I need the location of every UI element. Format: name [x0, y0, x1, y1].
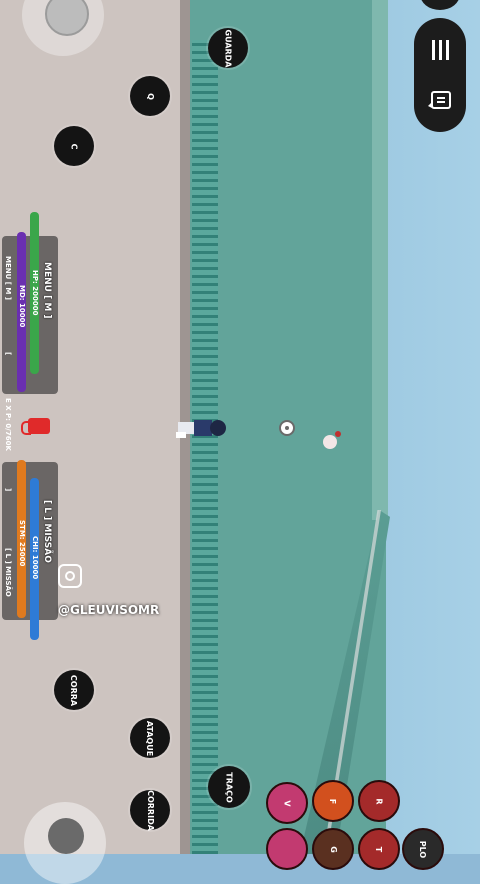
fence-railing: [192, 40, 218, 854]
corner-button[interactable]: [420, 0, 460, 10]
skill-f[interactable]: F: [312, 780, 354, 822]
watermark-handle: @GLEUVISOMR: [58, 603, 160, 617]
movement-joystick-knob[interactable]: [48, 818, 84, 854]
skill-r[interactable]: R: [358, 780, 400, 822]
bracket-left-top: [: [4, 352, 12, 356]
guard-label: GUARDA: [223, 29, 233, 67]
q-button[interactable]: Q: [130, 76, 170, 116]
target-marker[interactable]: [279, 420, 295, 436]
stm-text: STM: 25000: [18, 520, 26, 567]
skill-plo[interactable]: PLO: [402, 828, 444, 870]
skill-f-label: F: [328, 798, 338, 804]
bracket-right-bottom: ]: [4, 488, 12, 492]
skill-v[interactable]: V: [266, 782, 308, 824]
skill-g-label: G: [328, 845, 338, 853]
chi-text: CHI: 10000: [31, 536, 39, 580]
chat-icon[interactable]: [428, 88, 454, 114]
md-bar: [17, 232, 26, 392]
menu-title: MENU [ M ]: [42, 262, 52, 319]
chi-bar: [30, 478, 39, 640]
arena-wall-top: [372, 0, 388, 520]
run-label: CORRA: [69, 674, 79, 706]
skill-v-label: V: [282, 799, 292, 807]
lock-icon[interactable]: [21, 418, 50, 435]
guard-button[interactable]: GUARDA: [208, 28, 248, 68]
player-character: [176, 420, 226, 438]
instagram-icon: [58, 564, 82, 588]
menu-pill[interactable]: [414, 18, 466, 132]
run-button[interactable]: CORRA: [54, 670, 94, 710]
dash-button[interactable]: TRAÇO: [208, 766, 250, 808]
q-label: Q: [145, 92, 155, 100]
missao-title: [ L ] MISSÃO: [42, 500, 52, 563]
skill-t-label: T: [374, 846, 384, 852]
c-label: C: [69, 143, 79, 149]
npc-character[interactable]: [320, 430, 342, 450]
dash-label: TRAÇO: [224, 771, 234, 803]
skill-r-label: R: [374, 797, 384, 805]
md-text: MD: 10000: [18, 285, 26, 328]
exp-text: E X P: 0/760K: [4, 398, 12, 451]
skill-g[interactable]: G: [312, 828, 354, 870]
hamburger-menu-icon[interactable]: [428, 38, 452, 62]
skill-t[interactable]: T: [358, 828, 400, 870]
stm-bar: [17, 460, 26, 618]
c-button[interactable]: C: [54, 126, 94, 166]
skill-4[interactable]: [266, 828, 308, 870]
hp-bar: [30, 212, 39, 374]
skill-plo-label: PLO: [418, 840, 428, 858]
camera-joystick-knob[interactable]: [45, 0, 89, 36]
sprint-label: CORRIDA: [145, 789, 155, 831]
hp-text: HP: 200000: [31, 270, 39, 316]
menu-label[interactable]: MENU [ M ]: [4, 256, 12, 300]
missao-label[interactable]: [ L ] MISSÃO: [4, 548, 12, 597]
attack-button[interactable]: ATAQUE: [130, 718, 170, 758]
attack-label: ATAQUE: [145, 720, 155, 756]
sprint-button[interactable]: CORRIDA: [130, 790, 170, 830]
